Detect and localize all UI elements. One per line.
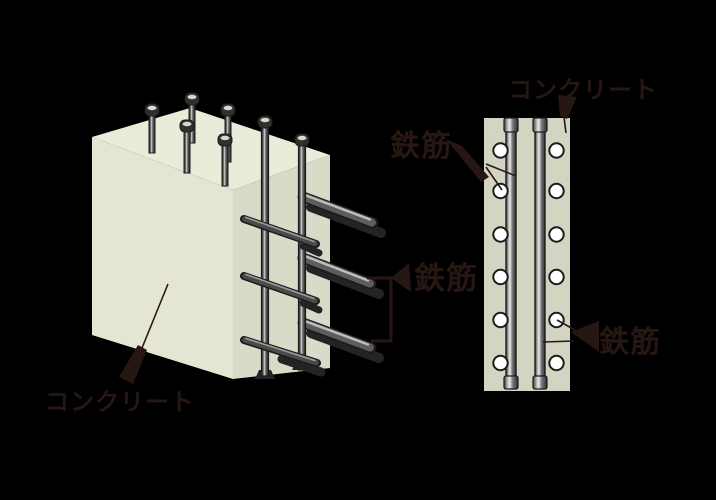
block-front-face [92, 137, 233, 379]
arrow-concrete-block [119, 345, 147, 384]
stirrup-shadow [277, 354, 326, 377]
rebar-stub [217, 133, 233, 187]
rebar-circle [492, 354, 509, 372]
leader-line-concrete-section [563, 116, 567, 134]
protruding-rebar-shadows [306, 202, 386, 363]
rebar-circle [492, 142, 509, 159]
section-rebar-circles-left [492, 142, 509, 372]
section-vertical-rebar [532, 117, 548, 390]
long-vertical-rebar [294, 133, 310, 371]
label-rebar-bracket: 鉄筋 [414, 261, 478, 297]
protruding-rebars [297, 191, 379, 354]
rebar-circle [492, 226, 509, 243]
leader-line-to-right-bar [542, 340, 575, 343]
stirrup-bar [240, 272, 320, 305]
rebar-circle [492, 311, 509, 329]
arrow-rebar-section-left [446, 139, 489, 182]
concrete-block-3d: コンクリート 鉄筋 [45, 92, 478, 416]
rebar-stub [179, 119, 195, 174]
top-rebar-stubs [144, 92, 236, 187]
rebar-circle [548, 311, 565, 329]
rear-rebar [306, 263, 384, 299]
rebar-circle [492, 182, 509, 200]
horizontal-rebar [297, 317, 377, 354]
rebar-circle [548, 226, 565, 243]
rebar-circle [548, 354, 565, 372]
label-rebar-section-left: 鉄筋 [390, 129, 452, 164]
rear-rebar [306, 328, 384, 363]
wall-cross-section: コンクリート 鉄筋 鉄筋 [390, 76, 661, 391]
rebar-circle [548, 268, 565, 286]
rebar-stub [144, 103, 160, 154]
long-vertical-rebar [257, 115, 273, 377]
arrow-concrete-section [558, 95, 577, 119]
arrow-rebar-bracket [391, 263, 411, 292]
horizontal-rebar [297, 252, 377, 290]
label-rebar-section-right: 鉄筋 [599, 325, 661, 360]
leader-line-to-left-circle [485, 166, 503, 191]
leader-line-to-left-bar [485, 163, 517, 177]
rear-rebar [306, 202, 386, 238]
leader-line-concrete-block [141, 283, 169, 349]
rebar-bracket-line [367, 276, 393, 343]
stirrup-bar [240, 336, 321, 367]
arrow-rebar-section-right [571, 321, 599, 352]
rebar-circle [548, 142, 565, 159]
stirrup-shadow [299, 242, 323, 257]
section-slab [484, 118, 570, 391]
horizontal-rebar [297, 191, 379, 229]
rebar-circle [548, 182, 565, 200]
leader-line-to-right-circle [556, 319, 576, 331]
stirrup-bars [240, 215, 321, 367]
stirrup-bar [240, 215, 320, 248]
section-rebar-circles-right [548, 142, 565, 372]
stirrup-shadow [299, 299, 323, 314]
section-vertical-rebar [503, 117, 519, 390]
label-concrete-section: コンクリート [508, 76, 658, 104]
rebar-circle [492, 268, 509, 286]
label-concrete-block: コンクリート [45, 388, 195, 416]
